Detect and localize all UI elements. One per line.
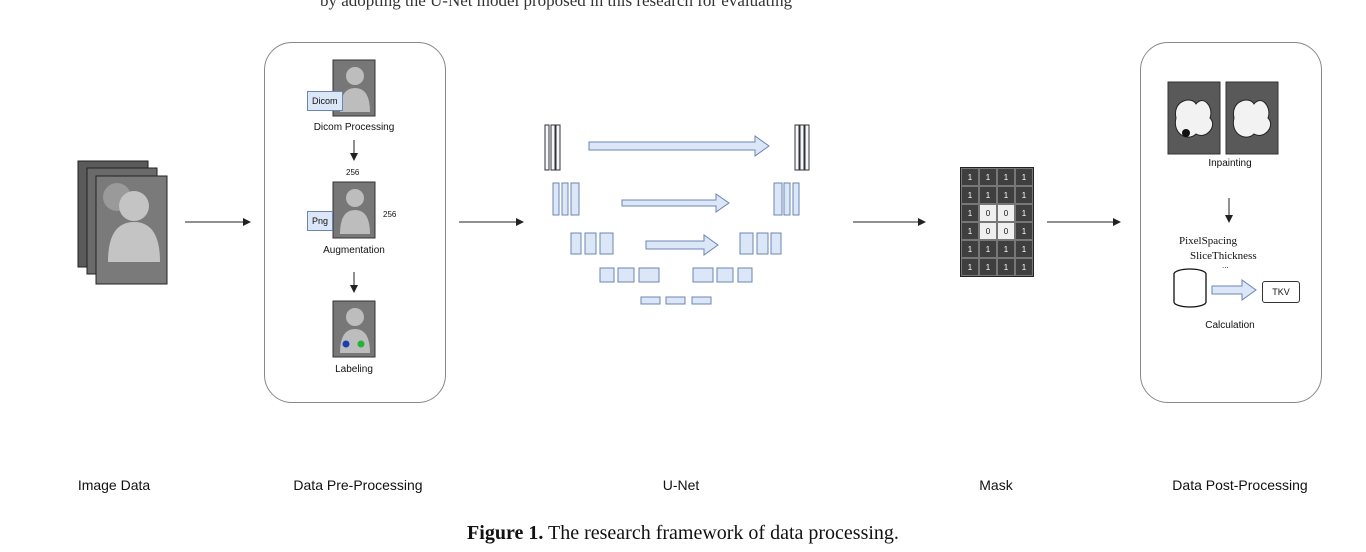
mask-cell: 0 [979,204,997,222]
caption-text: The research framework of data processin… [547,522,899,544]
stage-postprocessing: Data Post-Processing [1172,477,1308,493]
mask-cell: 1 [961,204,979,222]
mask-cell: 1 [961,258,979,276]
mask-cell: 1 [1015,222,1033,240]
labeling-label: Labeling [335,364,373,375]
image-stack-icon [77,160,168,285]
unet-bottleneck [640,296,712,305]
unet-decoder-level-2 [773,182,800,216]
unet-encoder-level-1 [544,124,561,171]
size-side-label: 256 [383,210,397,219]
dicom-processing-label: Dicom Processing [313,122,395,133]
stage-unet: U-Net [662,477,700,493]
mask-cell: 1 [979,258,997,276]
ellipsis-label: ... [1222,261,1229,270]
mask-cell: 1 [997,186,1015,204]
mask-cell: 1 [1015,258,1033,276]
mask-cell: 1 [1015,186,1033,204]
unet-decoder-level-1 [794,124,810,171]
unet-encoder-level-4 [599,267,660,283]
mask-cell: 0 [979,222,997,240]
mask-cell: 1 [979,186,997,204]
augmentation-label: Augmentation [323,245,385,256]
inpainting-label: Inpainting [1208,158,1252,169]
stage-image-data: Image Data [77,477,151,493]
slice-thickness-label: SliceThickness [1190,250,1257,262]
calculation-label: Calculation [1205,320,1255,331]
unet-skip-connections [588,135,770,256]
unet-encoder-level-3 [570,232,614,255]
mask-cell: 1 [961,168,979,186]
stage-mask: Mask [979,477,1013,493]
mask-cell: 1 [961,240,979,258]
mask-cell: 1 [997,168,1015,186]
mask-cell: 1 [961,186,979,204]
mask-cell: 1 [1015,204,1033,222]
stage-preprocessing: Data Pre-Processing [293,477,423,493]
mask-cell: 0 [997,222,1015,240]
cropped-body-text: by adopting the U-Net model proposed in … [320,0,793,10]
mask-cell: 1 [1015,168,1033,186]
figure-caption: Figure 1. The research framework of data… [0,522,1366,545]
caption-prefix: Figure 1. [467,522,544,544]
unet-decoder-level-4 [692,267,753,283]
mask-cell: 1 [961,222,979,240]
unet-encoder-level-2 [552,182,580,216]
dicom-tag: Dicom [307,91,343,111]
mask-cell: 1 [997,258,1015,276]
tkv-box: TKV [1262,281,1300,303]
mask-cell: 1 [1015,240,1033,258]
mask-cell: 1 [997,240,1015,258]
mask-cell: 1 [979,168,997,186]
size-top-label: 256 [346,168,360,177]
unet-decoder-level-3 [739,232,782,255]
pixel-spacing-label: PixelSpacing [1179,235,1238,247]
mask-cell: 1 [979,240,997,258]
mask-cell: 0 [997,204,1015,222]
png-tag: Png [307,211,334,231]
